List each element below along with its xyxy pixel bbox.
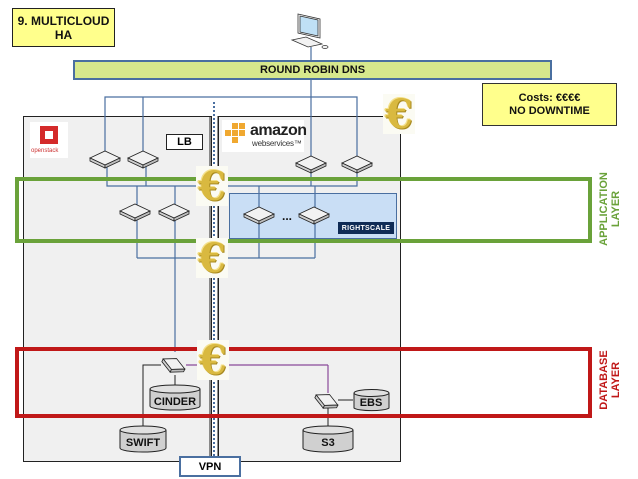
application-layer-label: APPLICATION LAYER [598, 169, 622, 249]
openstack-logo-text: openstack [31, 148, 59, 154]
euro-icon: € [197, 337, 229, 384]
database-layer-label: DATABASE LAYER [598, 348, 622, 412]
costs-line-1: Costs: €€€€ [518, 91, 581, 104]
euro-icon: € [383, 91, 415, 138]
swift-cylinder [119, 425, 167, 453]
aws-logo: amazon webservices™ [222, 120, 307, 152]
s3-cylinder [302, 425, 354, 453]
aws-ellipsis: ... [282, 209, 292, 223]
lb-label: LB [166, 134, 203, 150]
server-icon [89, 150, 373, 409]
openstack-lb-server-1 [89, 150, 121, 169]
ebs-cylinder [353, 389, 390, 412]
computer-monitor-icon [290, 13, 329, 49]
aws-app-server-2 [298, 206, 330, 225]
euro-icon: € [196, 163, 228, 210]
title-line-2: HA [54, 27, 73, 42]
cinder-cylinder [149, 384, 201, 411]
aws-cubes-icon [225, 123, 245, 143]
aws-logo-subtext: webservices™ [252, 139, 302, 148]
cinder-swift-link [142, 364, 161, 430]
application-layer-line-2: LAYER [610, 190, 622, 228]
aws-logo-text: amazon [250, 122, 307, 139]
dns-label: ROUND ROBIN DNS [259, 64, 366, 76]
s3-label: S3 [321, 437, 334, 449]
round-robin-dns-bar: ROUND ROBIN DNS [73, 60, 552, 80]
vpn-label: VPN [179, 456, 241, 477]
euro-icon: € [196, 235, 228, 282]
database-layer-line-2: LAYER [610, 361, 622, 399]
upper-app-bus [106, 160, 358, 187]
ebs-label: EBS [360, 397, 383, 409]
openstack-db-server [161, 358, 186, 373]
costs-box: Costs: €€€€ NO DOWNTIME [482, 83, 617, 126]
openstack-logo: openstack [30, 122, 68, 158]
cinder-label: CINDER [154, 396, 196, 408]
database-layer-line-1: DATABASE [598, 350, 610, 410]
aws-db-server [314, 394, 339, 409]
aws-lb-server-1 [295, 155, 327, 174]
swift-label: SWIFT [126, 437, 160, 449]
openstack-app-server-1 [119, 203, 151, 222]
openstack-lb-server-2 [127, 150, 159, 169]
aws-app-server-1 [243, 206, 275, 225]
lb-distribution-line [104, 96, 358, 160]
application-layer-line-1: APPLICATION [598, 172, 610, 246]
openstack-logo-hole [45, 131, 53, 139]
title-box: 9. MULTICLOUD HA [12, 8, 115, 47]
database-layer-frame [15, 347, 592, 418]
openstack-app-server-2 [158, 203, 190, 222]
costs-line-2: NO DOWNTIME [509, 104, 590, 117]
application-layer-frame [15, 177, 592, 243]
title-line-1: 9. MULTICLOUD [17, 13, 110, 28]
rightscale-logo: RIGHTSCALE [338, 222, 394, 234]
aws-lb-server-2 [341, 155, 373, 174]
